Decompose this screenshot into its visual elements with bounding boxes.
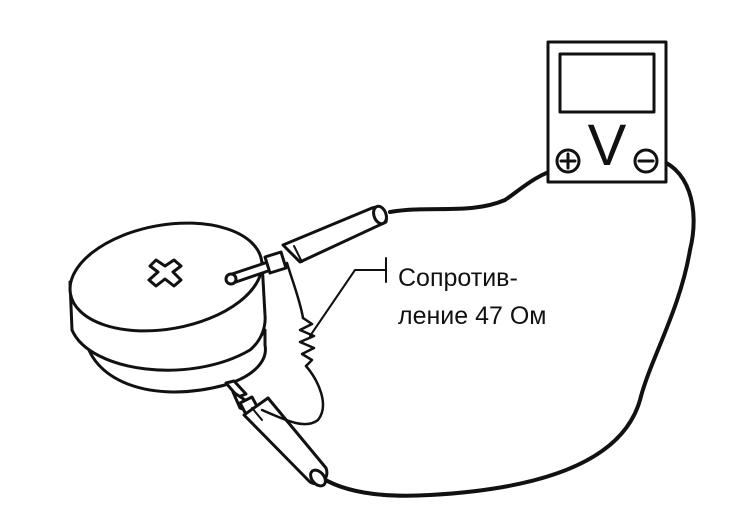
voltmeter-display [558, 52, 656, 114]
probe-negative [231, 390, 329, 488]
wire-negative [320, 156, 696, 498]
resistor-zigzag [298, 316, 316, 368]
resistor-label-line2: ление 47 Ом [398, 302, 547, 330]
resistor [260, 257, 387, 426]
voltmeter-symbol: V [588, 113, 627, 178]
resistor-label-line1: Сопротив- [398, 264, 518, 292]
voltmeter: V [546, 40, 668, 184]
resistor-leader-line [309, 269, 386, 337]
battery-top [68, 221, 264, 333]
disc-battery [68, 221, 267, 399]
probe-positive [224, 204, 388, 286]
wire-positive [388, 166, 562, 214]
battery-plus-icon [147, 258, 183, 288]
